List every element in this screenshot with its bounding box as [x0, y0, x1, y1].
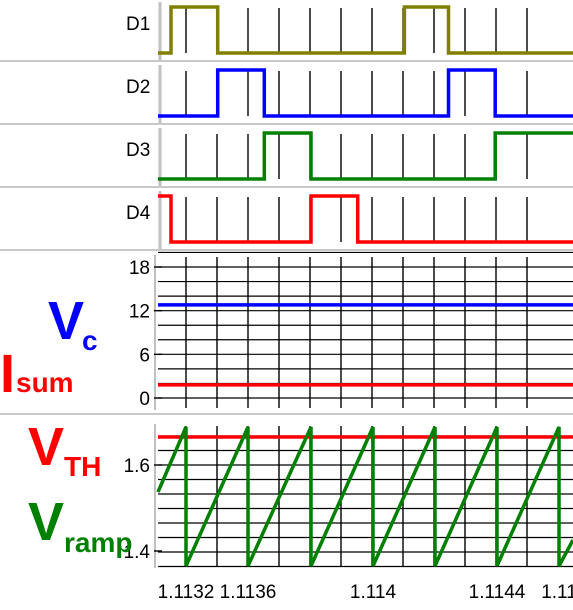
- y-tick-label: 12: [129, 302, 150, 323]
- series-label-d4: D4: [126, 203, 151, 224]
- series-label-d1: D1: [126, 14, 150, 35]
- series-line-vramp: [156, 426, 573, 567]
- y-tick-label: 0: [139, 389, 150, 410]
- x-tick-label: 1.1144: [469, 582, 526, 603]
- series-label-vc-sub: c: [82, 325, 98, 356]
- series-label-isum-sub: sum: [16, 367, 74, 398]
- x-tick-label: 1.1132: [158, 582, 215, 603]
- series-label-d3: D3: [126, 140, 150, 161]
- series-label-vramp-sub: ramp: [64, 527, 132, 558]
- series-line-d2: [158, 68, 573, 118]
- series-label-isum: I: [0, 344, 15, 404]
- series-label-vc: V: [48, 291, 84, 351]
- series-line-d4: [158, 194, 573, 244]
- y-tick-label: 1.6: [124, 456, 150, 477]
- y-tick-label: 6: [139, 345, 150, 366]
- digital-panel-3: D3: [0, 128, 573, 188]
- digital-panel-2: D2: [0, 65, 573, 125]
- series-label-d2: D2: [126, 77, 150, 98]
- x-tick-label: 1.114: [350, 582, 397, 603]
- series-label-vth-sub: TH: [64, 451, 101, 482]
- series-line-d3: [158, 131, 573, 181]
- y-tick-label: 18: [129, 258, 150, 279]
- series-label-vramp: V: [28, 492, 64, 552]
- x-tick-label: 1.1136: [220, 582, 277, 603]
- series-label-vth: V: [28, 417, 64, 477]
- digital-panel-4: D4: [0, 191, 573, 251]
- y-tick-label: 1.4: [124, 542, 151, 563]
- x-tick-label: 1.11: [541, 582, 573, 603]
- digital-panel-1: D1: [0, 2, 573, 62]
- series-line-d1: [158, 5, 573, 55]
